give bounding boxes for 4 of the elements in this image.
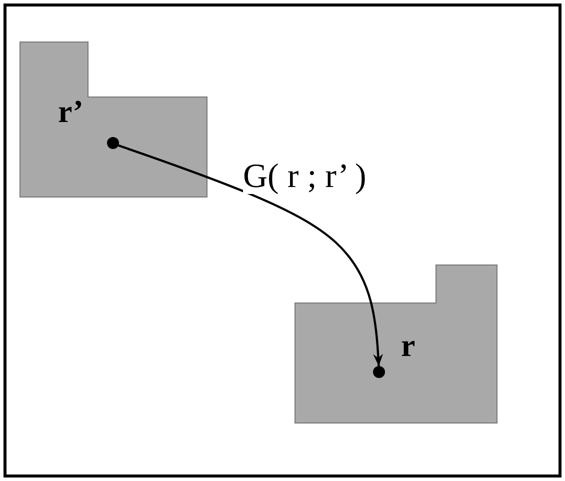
point-label: r bbox=[401, 329, 416, 361]
point-label: r’ bbox=[58, 95, 84, 127]
edge-label: G( r ; r’ ) bbox=[243, 160, 366, 194]
arrow bbox=[118, 144, 384, 366]
